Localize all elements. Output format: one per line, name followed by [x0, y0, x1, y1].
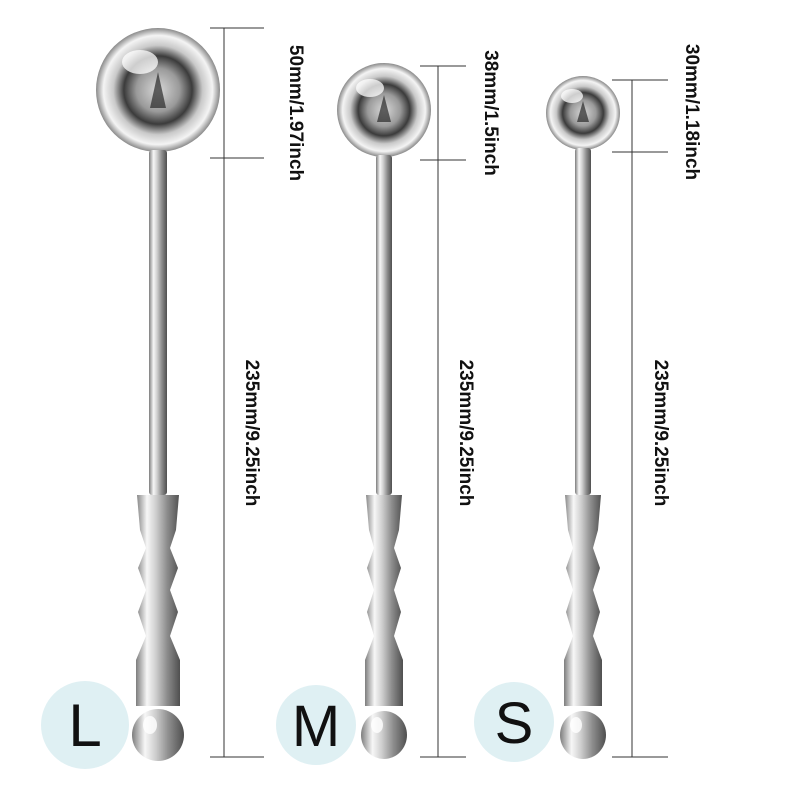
size-label: S — [495, 691, 534, 756]
length-dimension-label: 235mm/9.25inch — [650, 360, 671, 507]
head-dimension-label: 50mm/1.97inch — [285, 45, 306, 181]
product-l: L 50mm/1.97inch 235mm/9.25inch — [41, 27, 306, 769]
size-label: M — [292, 694, 340, 759]
product-m: M 38mm/1.5inch 235mm/9.25inch — [276, 50, 501, 765]
beaded-handle-icon — [560, 495, 606, 759]
size-badge — [474, 682, 554, 762]
size-badge — [276, 685, 356, 765]
length-dimension-line — [210, 157, 264, 758]
length-dimension-label: 235mm/9.25inch — [455, 360, 476, 507]
rod — [575, 148, 591, 495]
length-dimension-line — [420, 159, 466, 758]
beaded-handle-icon — [132, 495, 184, 761]
head-dimension-label: 30mm/1.18inch — [681, 44, 702, 180]
product-s: S 30mm/1.18inch 235mm/9.25inch — [474, 44, 702, 762]
size-label: L — [68, 692, 101, 759]
steel-ball-icon — [96, 28, 220, 152]
beaded-handle-icon — [361, 495, 407, 759]
rod — [149, 150, 167, 495]
head-dimension-line — [612, 79, 668, 153]
length-dimension-line — [612, 151, 668, 758]
head-dimension-label: 38mm/1.5inch — [480, 50, 501, 176]
rod — [376, 155, 392, 495]
steel-ball-icon — [546, 76, 620, 150]
size-badge — [41, 681, 129, 769]
length-dimension-label: 235mm/9.25inch — [241, 360, 262, 507]
steel-ball-icon — [337, 63, 431, 157]
